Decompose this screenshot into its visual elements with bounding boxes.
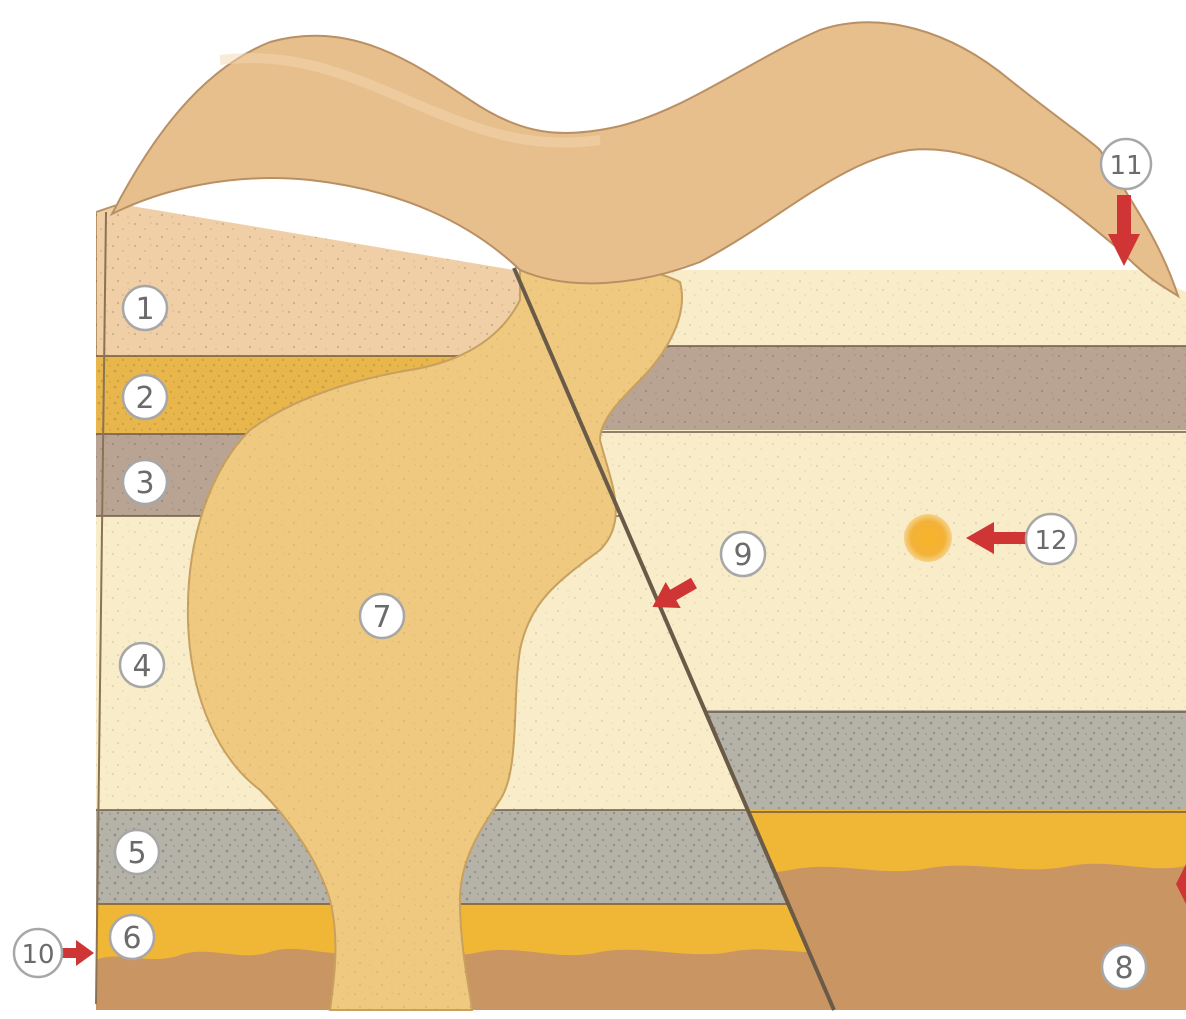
left-basement bbox=[96, 947, 860, 1010]
label-8: 8 bbox=[1102, 945, 1146, 989]
svg-text:4: 4 bbox=[132, 649, 151, 684]
svg-text:7: 7 bbox=[372, 600, 391, 635]
svg-text:8: 8 bbox=[1114, 951, 1133, 986]
label-5: 5 bbox=[115, 830, 159, 874]
label-6: 6 bbox=[110, 915, 154, 959]
svg-text:12: 12 bbox=[1034, 526, 1067, 556]
label-4: 4 bbox=[120, 643, 164, 687]
svg-text:10: 10 bbox=[21, 940, 54, 970]
label-9: 9 bbox=[721, 532, 765, 576]
label-2: 2 bbox=[123, 375, 167, 419]
svg-text:9: 9 bbox=[733, 538, 752, 573]
svg-text:11: 11 bbox=[1109, 151, 1142, 181]
label-10: 10 bbox=[14, 929, 62, 977]
svg-text:2: 2 bbox=[135, 381, 154, 416]
label-12: 12 bbox=[1026, 514, 1076, 564]
arrow-10-icon bbox=[62, 940, 94, 966]
svg-text:3: 3 bbox=[135, 466, 154, 501]
ore-deposit-12 bbox=[904, 514, 952, 562]
label-3: 3 bbox=[123, 460, 167, 504]
svg-text:6: 6 bbox=[122, 921, 141, 956]
label-7: 7 bbox=[360, 594, 404, 638]
svg-text:5: 5 bbox=[127, 836, 146, 871]
svg-text:1: 1 bbox=[135, 292, 154, 327]
label-11: 11 bbox=[1101, 139, 1151, 189]
label-1: 1 bbox=[123, 286, 167, 330]
